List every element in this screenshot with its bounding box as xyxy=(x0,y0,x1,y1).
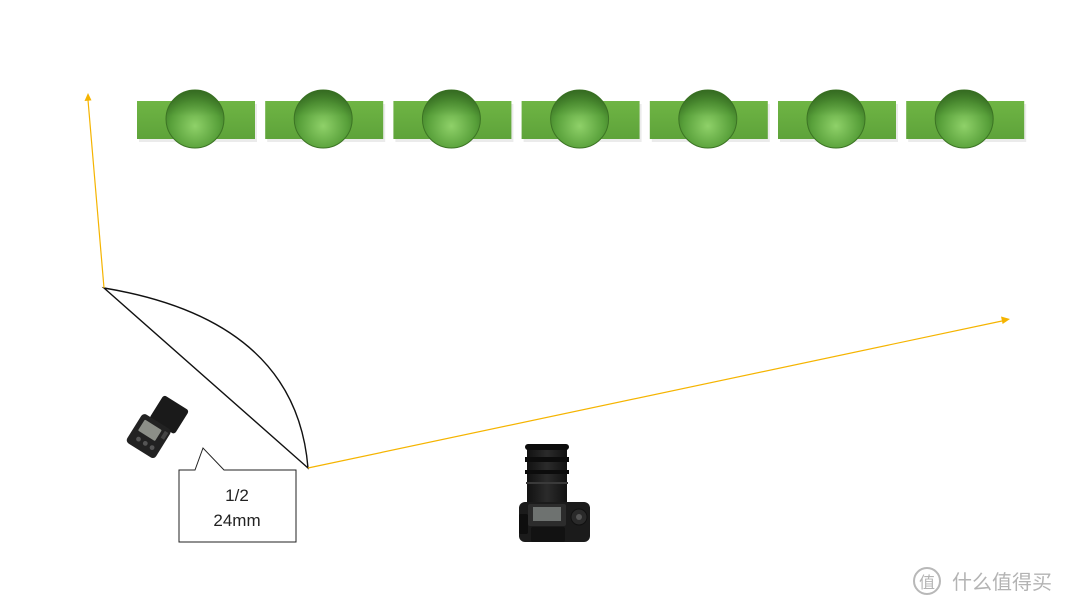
watermark-logo-symbol: 值 xyxy=(919,573,935,592)
mirrorless-camera-icon xyxy=(519,444,590,542)
flash-zoom-label: 24mm xyxy=(213,511,260,530)
round-target-icon xyxy=(393,89,514,149)
flash-beam-cone xyxy=(101,286,309,470)
flash-settings-callout: 1/2 24mm xyxy=(178,447,297,543)
round-target-icon xyxy=(265,89,386,149)
watermark-logo-icon xyxy=(913,567,941,595)
flash-power-label: 1/2 xyxy=(225,486,249,505)
round-target-icon xyxy=(649,89,770,149)
round-target-icon xyxy=(778,89,898,149)
target-row xyxy=(137,89,1027,149)
direction-arrow-horizontal xyxy=(307,316,1010,469)
round-target-icon xyxy=(137,89,257,149)
round-target-icon xyxy=(521,89,642,149)
round-target-icon xyxy=(906,89,1027,149)
direction-arrow-vertical xyxy=(84,93,105,289)
watermark-text: 什么值得买 xyxy=(952,570,1052,594)
speedlite-flash-icon xyxy=(126,395,189,458)
site-watermark: 值 什么值得买 xyxy=(913,567,1052,595)
